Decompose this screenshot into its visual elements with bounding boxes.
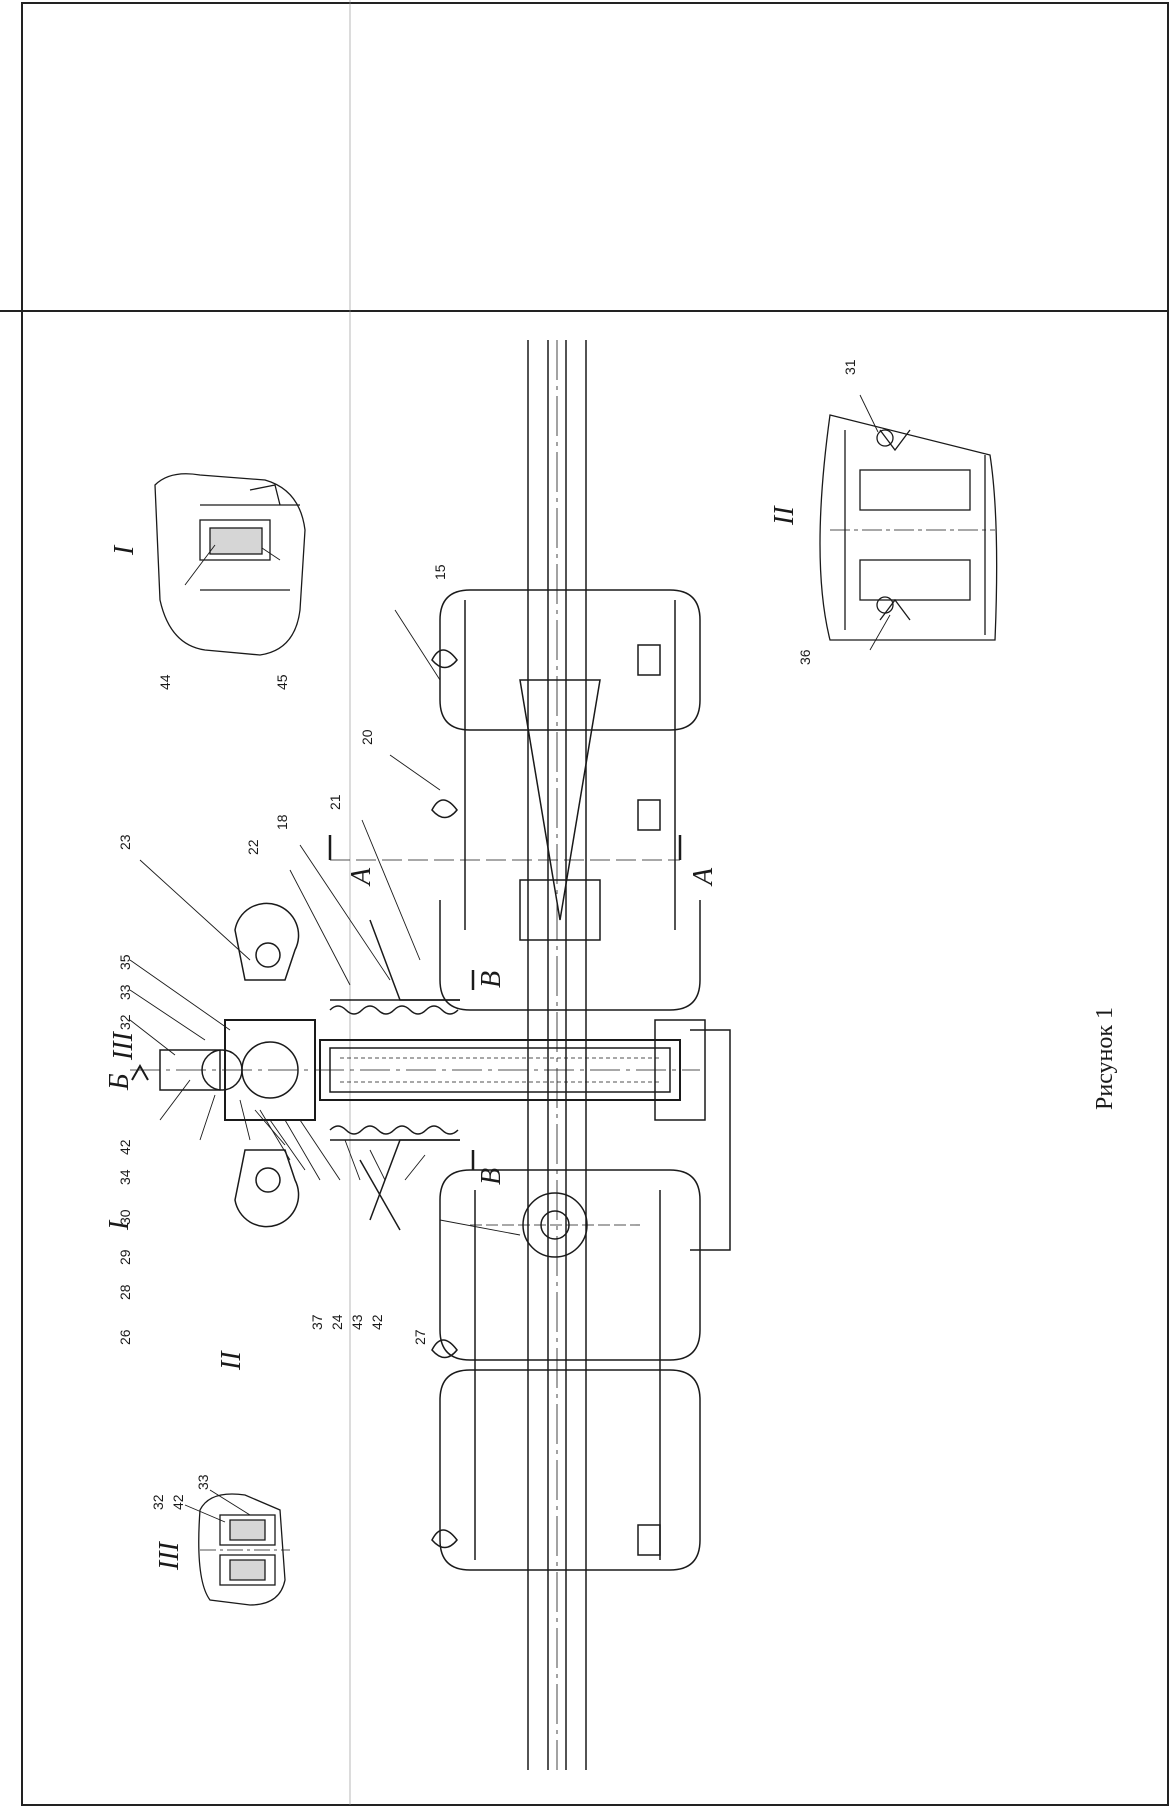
sheet-frame [21, 2, 1169, 1806]
callout-34: 34 [117, 1169, 133, 1185]
bellows-left [329, 1125, 459, 1135]
callout-35: 35 [117, 954, 133, 970]
detail-iii-label: III [154, 1540, 185, 1571]
bolt-left [255, 1167, 281, 1193]
shaft-base-flange [654, 1019, 706, 1121]
link-plate-upper-right [439, 589, 701, 731]
link-plate-lower-right [439, 900, 701, 1011]
detail-iii-callout-32: 32 [150, 1494, 166, 1510]
callout-31: 31 [842, 359, 858, 375]
main-i-marker: I [104, 1219, 135, 1231]
link-plate-far-left [439, 1369, 701, 1571]
main-ii-marker: II [216, 1350, 247, 1371]
bracket-angle-left [369, 1139, 460, 1221]
callout-29: 29 [117, 1249, 133, 1265]
link-plate-rails-right [464, 600, 676, 930]
callout-23: 23 [117, 834, 133, 850]
callout-28: 28 [117, 1284, 133, 1300]
main-assembly-drawing [129, 340, 731, 1770]
callout-37: 37 [309, 1314, 325, 1330]
detail-ii-inset [819, 394, 998, 651]
callout-24: 24 [329, 1314, 345, 1330]
callout-32: 32 [117, 1014, 133, 1030]
callout-42b: 42 [369, 1314, 385, 1330]
callout-22: 22 [245, 839, 261, 855]
detail-iii-callout-33: 33 [195, 1474, 211, 1490]
callout-30: 30 [117, 1209, 133, 1225]
callout-20: 20 [359, 729, 375, 745]
callout-44: 44 [157, 674, 173, 690]
main-iii-marker: III [108, 1030, 139, 1061]
tapered-link-right [519, 679, 601, 921]
rod-43 [359, 1159, 401, 1231]
figure-caption: Рисунок 1 [1092, 1007, 1118, 1110]
bracket-angle-right [369, 919, 460, 1001]
detail-i-label: I [109, 544, 140, 556]
callout-33: 33 [117, 984, 133, 1000]
link-plate-left [439, 1169, 701, 1361]
ball-joint [241, 1041, 299, 1099]
section-b-bottom-label: В [476, 1168, 507, 1185]
pin-clip-row-top [431, 644, 661, 1556]
lug-left [234, 1149, 300, 1228]
callout-36: 36 [797, 649, 813, 665]
callout-43: 43 [349, 1314, 365, 1330]
detail-iii-callout-42: 42 [170, 1494, 186, 1510]
callout-45: 45 [274, 674, 290, 690]
section-a-bottom-label: А [688, 867, 719, 887]
view-b-arrow [131, 1063, 149, 1081]
mount-bracket [690, 1029, 731, 1251]
bellows-right [329, 1005, 459, 1015]
callout-26: 26 [117, 1329, 133, 1345]
bolt-right [255, 942, 281, 968]
section-b-top-label: В [476, 971, 507, 988]
detail-iii-inset [184, 1489, 290, 1606]
link-block-right [519, 879, 601, 941]
callout-15: 15 [432, 564, 448, 580]
top-nut [159, 1049, 221, 1091]
detail-ii-label: II [769, 505, 800, 526]
callout-42: 42 [117, 1139, 133, 1155]
callout-21: 21 [327, 794, 343, 810]
section-a-top-label: А [346, 867, 377, 887]
callout-18: 18 [274, 814, 290, 830]
detail-i-inset [154, 473, 306, 656]
lug-right [234, 902, 300, 981]
callout-27: 27 [412, 1329, 428, 1345]
shaft-inner [329, 1047, 671, 1093]
view-b-label: Б [104, 1073, 135, 1091]
leader-lines [129, 609, 521, 1236]
